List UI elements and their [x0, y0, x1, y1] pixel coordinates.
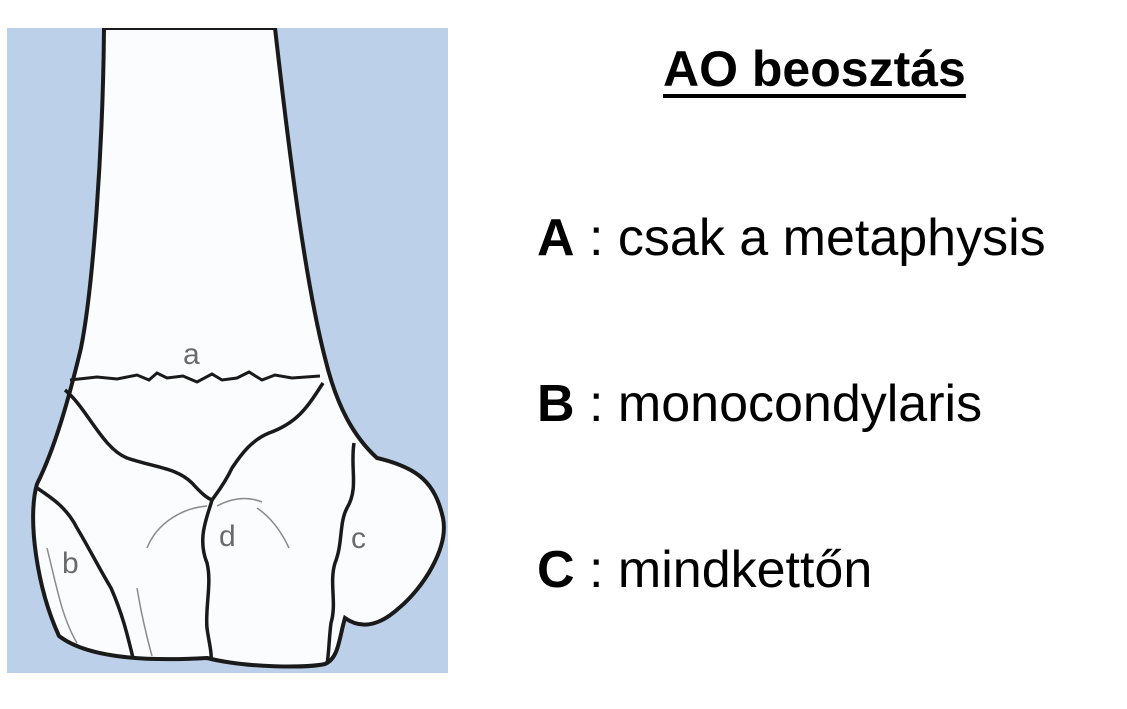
type-b-letter: B	[537, 375, 575, 433]
fragment-label-c: c	[351, 522, 366, 555]
fracture-line-a	[69, 370, 321, 384]
type-a-text: csak a metaphysis	[617, 209, 1046, 267]
type-c-text: mindkettőn	[617, 541, 873, 599]
femur-fracture-illustration: a b c d	[7, 28, 448, 673]
page-title: AO beosztás	[663, 41, 966, 97]
type-b-text: monocondylaris	[617, 375, 983, 433]
type-c-row: C : mindkettőn	[537, 540, 1117, 706]
condyle-shading-lines	[46, 497, 290, 657]
fracture-line-right-diagonal	[210, 382, 325, 502]
type-c-separator: :	[574, 541, 618, 599]
type-b-separator: :	[574, 375, 618, 433]
fracture-line-b	[36, 486, 135, 659]
fragment-label-d: d	[219, 520, 236, 553]
fracture-line-left-diagonal	[63, 388, 213, 502]
fragment-label-a: a	[183, 338, 200, 371]
fragment-label-b: b	[62, 547, 79, 580]
type-a-letter: A	[537, 209, 575, 267]
femur-svg: a b c d	[7, 28, 448, 673]
type-b-row: B : monocondylaris	[537, 374, 1117, 540]
type-c-letter: C	[537, 541, 575, 599]
fracture-line-c	[325, 442, 356, 665]
classification-list: A : csak a metaphysis B : monocondylaris…	[537, 208, 1117, 706]
distal-femur-outline	[31, 28, 446, 669]
type-a-separator: :	[574, 209, 618, 267]
type-a-row: A : csak a metaphysis	[537, 208, 1117, 374]
fracture-line-d	[200, 499, 214, 659]
